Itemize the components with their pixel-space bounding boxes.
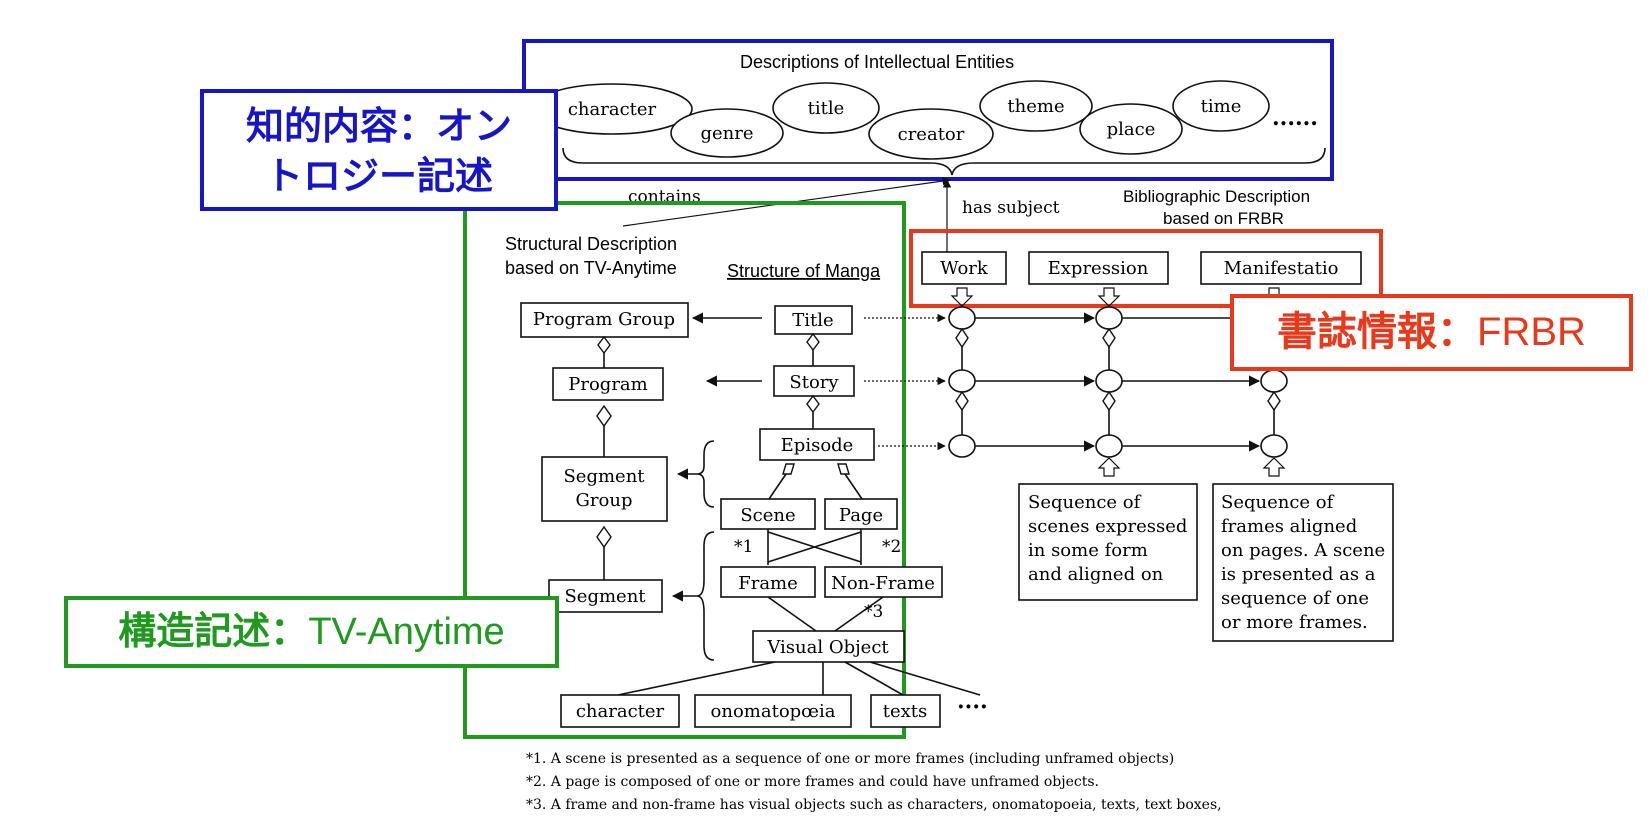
manga-non-frame: Non-Frame	[824, 566, 943, 598]
svg-text:Frame: Frame	[738, 573, 798, 594]
entity-character: character	[531, 83, 693, 135]
svg-text:Page: Page	[839, 505, 883, 526]
callout-ontology-line2: トロジー記述	[264, 154, 493, 198]
entity-place: place	[1079, 103, 1183, 155]
svg-text:genre: genre	[700, 123, 753, 144]
svg-text:Program Group: Program Group	[533, 309, 675, 330]
svg-text:texts: texts	[883, 701, 928, 722]
bibliographic-heading-1: Bibliographic Description	[1123, 187, 1310, 206]
manga-title: Title	[774, 305, 853, 335]
manifestation-note: Sequence of frames aligned on pages. A s…	[1212, 483, 1394, 642]
tva-program-group: Program Group	[520, 302, 689, 338]
svg-text:Scene: Scene	[740, 505, 795, 526]
structural-frame	[463, 201, 906, 739]
entity-brace	[562, 147, 1326, 176]
frbr-manifestation: Manifestatio	[1200, 251, 1362, 285]
svg-text:Episode: Episode	[781, 435, 854, 456]
marker-2: *2	[882, 537, 901, 557]
svg-text:Visual Object: Visual Object	[766, 637, 889, 658]
svg-text:on pages. A scene: on pages. A scene	[1221, 540, 1385, 561]
entity-genre: genre	[670, 108, 784, 158]
manga-story: Story	[773, 365, 855, 397]
marker-3: *3	[864, 602, 883, 622]
visual-character: character	[560, 694, 680, 728]
callout-tv-en: TV-Anytime	[308, 611, 505, 653]
entity-title: title	[772, 82, 880, 134]
footnote-1: *1. A scene is presented as a sequence o…	[526, 751, 1174, 767]
svg-text:onomatopœia: onomatopœia	[711, 701, 836, 722]
entity-theme: theme	[979, 80, 1093, 132]
svg-text:Non-Frame: Non-Frame	[831, 573, 935, 594]
svg-text:Story: Story	[789, 372, 839, 393]
svg-text:place: place	[1107, 119, 1156, 140]
callout-ontology: 知的内容：オン トロジー記述	[200, 89, 558, 211]
svg-text:Group: Group	[576, 490, 633, 511]
frbr-work: Work	[921, 251, 1007, 285]
svg-text:creator: creator	[898, 124, 965, 145]
svg-text:theme: theme	[1007, 96, 1064, 117]
frbr-expression: Expression	[1028, 251, 1169, 285]
manga-page: Page	[824, 498, 898, 530]
tva-segment-group: Segment Group	[541, 456, 668, 522]
svg-text:time: time	[1201, 96, 1242, 117]
entity-more: ......	[1272, 105, 1318, 131]
svg-text:Program: Program	[568, 374, 647, 395]
frbr-node-grid	[948, 306, 1288, 477]
svg-text:character: character	[576, 701, 665, 722]
structural-heading-2: based on TV-Anytime	[505, 258, 677, 278]
callout-tv-anytime: 構造記述：TV-Anytime	[64, 596, 559, 668]
manga-heading: Structure of Manga	[727, 261, 881, 281]
svg-text:Segment: Segment	[563, 466, 645, 487]
manga-visual-object: Visual Object	[752, 630, 905, 663]
bibliographic-heading-2: based on FRBR	[1163, 209, 1284, 228]
svg-text:or more frames.: or more frames.	[1221, 612, 1368, 633]
svg-text:Expression: Expression	[1048, 258, 1149, 279]
manga-frame: Frame	[720, 566, 816, 598]
visual-texts: texts	[870, 694, 941, 728]
svg-text:frames aligned: frames aligned	[1221, 516, 1357, 537]
callout-frbr-en: FRBR	[1477, 310, 1586, 354]
visual-more: ····	[957, 694, 988, 720]
frbr-frame	[909, 229, 1383, 308]
svg-text:is presented as a: is presented as a	[1221, 564, 1376, 585]
svg-text:scenes expressed: scenes expressed	[1028, 516, 1187, 537]
svg-text:Sequence of: Sequence of	[1028, 492, 1142, 513]
structural-heading-1: Structural Description	[505, 234, 677, 254]
tva-program: Program	[552, 367, 664, 401]
svg-text:Work: Work	[940, 258, 989, 279]
entity-time: time	[1172, 80, 1270, 132]
tva-segment: Segment	[548, 579, 663, 613]
has-subject-label: has subject	[962, 198, 1060, 218]
footnote-3: *3. A frame and non-frame has visual obj…	[526, 797, 1222, 813]
svg-text:in some form: in some form	[1028, 540, 1148, 561]
svg-text:title: title	[808, 98, 845, 119]
callout-ontology-line1: 知的内容：オン	[245, 104, 512, 148]
callout-frbr-jp: 書誌情報：	[1277, 309, 1478, 355]
footnote-2: *2. A page is composed of one or more fr…	[526, 774, 1099, 790]
svg-text:Manifestatio: Manifestatio	[1224, 258, 1339, 279]
manga-scene: Scene	[720, 498, 816, 530]
svg-text:character: character	[568, 99, 657, 120]
marker-1: *1	[734, 537, 753, 557]
entity-creator: creator	[868, 108, 994, 160]
svg-text:Title: Title	[792, 310, 833, 331]
svg-text:sequence of one: sequence of one	[1221, 588, 1369, 609]
svg-text:Segment: Segment	[564, 586, 646, 607]
expression-note: Sequence of scenes expressed in some for…	[1018, 483, 1198, 601]
svg-text:Sequence of: Sequence of	[1221, 492, 1335, 513]
visual-onomatopoeia: onomatopœia	[694, 694, 852, 728]
intellectual-heading: Descriptions of Intellectual Entities	[740, 52, 1014, 72]
manga-episode: Episode	[759, 428, 875, 461]
callout-frbr: 書誌情報：FRBR	[1230, 294, 1633, 371]
svg-text:and aligned on: and aligned on	[1028, 564, 1164, 585]
callout-tv-jp: 構造記述：	[118, 609, 309, 653]
